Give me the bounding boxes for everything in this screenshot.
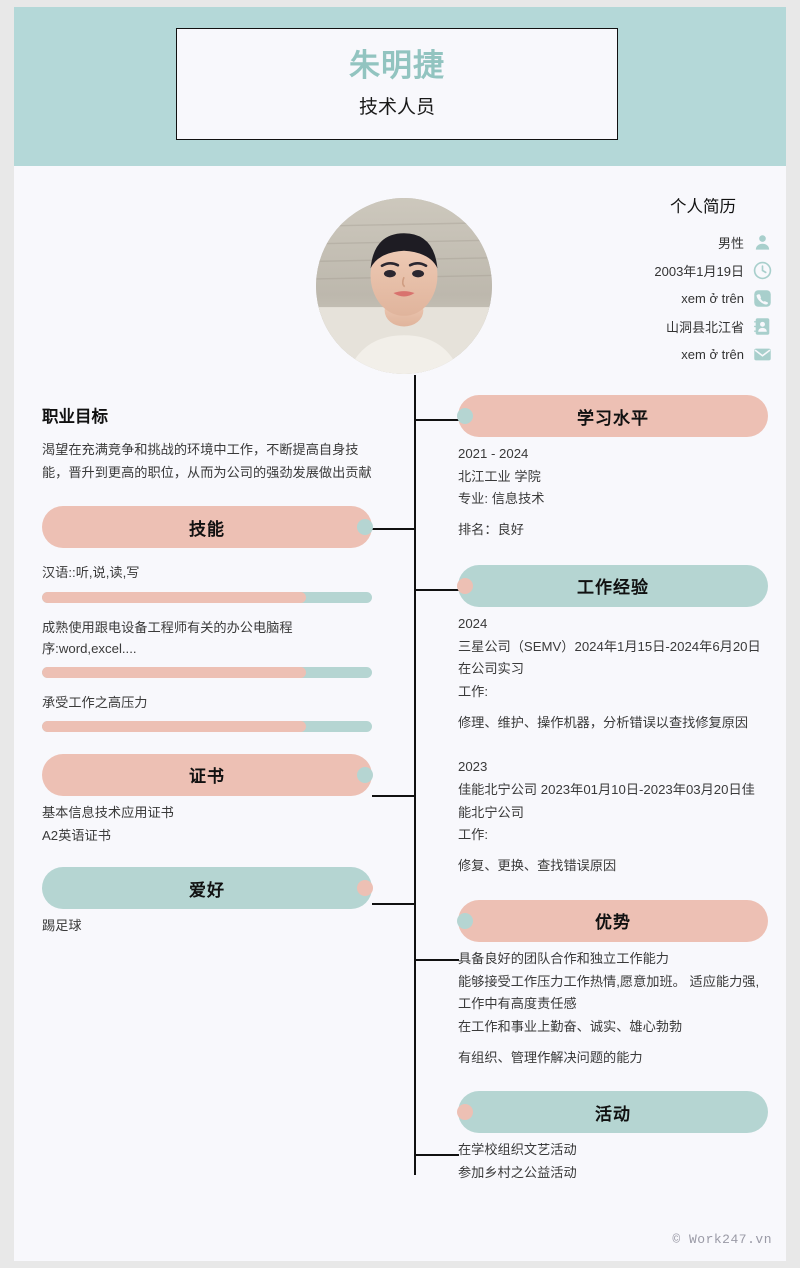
skill-bar-fill (42, 666, 306, 678)
hobbies-heading: 爱好 (189, 880, 225, 900)
list-item: 在工作和事业上勤奋、诚实、雄心勃勃 (458, 1018, 683, 1034)
connector-hobbies (372, 903, 415, 905)
info-value-address: 山洞县北江省 (665, 320, 744, 335)
section-header-education: 学习水平 (457, 395, 768, 437)
job-year: 2023 (458, 759, 488, 775)
list-item: 有组织、管理作解决问题的能力 (458, 1049, 643, 1065)
experience-job: 2024 三星公司（SEMV）2024年1月15日-2024年6月20日在公司实… (458, 613, 768, 735)
info-value-phone: xem ở trên (681, 291, 744, 306)
certificates-list: 基本信息技术应用证书 A2英语证书 (42, 802, 372, 847)
section-header-certificates: 证书 (42, 753, 373, 796)
contact-card-icon (753, 317, 772, 336)
list-item: A2英语证书 (42, 827, 111, 843)
list-item: 踢足球 (42, 918, 82, 934)
skill-item: 成熟使用跟电设备工程师有关的办公电脑程序:word,excel.... (42, 617, 372, 678)
skill-bar-fill (42, 720, 306, 732)
timeline-dot-experience (457, 577, 473, 594)
job-duties: 修复、更换、查找错误原因 (458, 858, 617, 874)
education-heading: 学习水平 (577, 408, 649, 428)
connector-strengths (415, 959, 459, 961)
page-title: 朱明捷 (349, 47, 445, 83)
job-duties: 修理、维护、操作机器，分析错误以查找修复原因 (458, 714, 749, 730)
header-band: 朱明捷 技术人员 (14, 7, 786, 166)
job-detail: 佳能北宁公司 2023年01月10日-2023年03月20日佳能北宁公司 (458, 782, 755, 820)
info-row-gender: 男性 (574, 230, 772, 255)
job-work-label: 工作: (458, 683, 489, 699)
skill-label: 承受工作之高压力 (42, 694, 148, 710)
skill-item: 承受工作之高压力 (42, 692, 372, 732)
clock-icon (753, 261, 772, 280)
connector-experience (415, 589, 459, 591)
objective-text: 渴望在充满竞争和挑战的环境中工作，不断提高自身技能，晋升到更高的职位，从而为公司… (42, 442, 372, 480)
skill-bar-fill (42, 591, 306, 603)
skill-label: 汉语::听,说,读,写 (42, 565, 140, 581)
strengths-heading: 优势 (595, 913, 631, 933)
connector-activities (415, 1154, 459, 1156)
job-year: 2024 (458, 615, 488, 631)
info-value-gender: 男性 (717, 236, 744, 251)
avatar (310, 192, 498, 380)
list-item: 具备良好的团队合作和独立工作能力 (458, 950, 669, 966)
info-row-email: xem ở trên (574, 342, 772, 367)
skill-label: 成熟使用跟电设备工程师有关的办公电脑程序:word,excel.... (42, 619, 293, 656)
experience-job: 2023 佳能北宁公司 2023年01月10日-2023年03月20日佳能北宁公… (458, 756, 768, 878)
name-box: 朱明捷 技术人员 (176, 28, 618, 140)
section-header-hobbies: 爱好 (42, 867, 373, 910)
info-row-birthdate: 2003年1月19日 (574, 258, 772, 283)
experience-heading: 工作经验 (577, 578, 649, 598)
avatar-photo (316, 198, 492, 374)
education-body: 2021 - 2024 北江工业 学院 专业: 信息技术 排名：良好 (458, 443, 768, 542)
personal-info: 个人简历 男性 2003年1月19日 xem ở trên 山洞县北江省 (574, 193, 772, 370)
skill-item: 汉语::听,说,读,写 (42, 562, 372, 603)
education-years: 2021 - 2024 (458, 446, 529, 461)
info-row-phone: xem ở trên (574, 286, 772, 311)
job-detail: 三星公司（SEMV）2024年1月15日-2024年6月20日在公司实习 (458, 638, 761, 677)
timeline-dot-certificates (357, 766, 373, 783)
timeline-dot-hobbies (357, 880, 373, 897)
skill-bar (42, 720, 372, 732)
section-header-strengths: 优势 (457, 899, 768, 942)
info-value-birthdate: 2003年1月19日 (654, 264, 744, 279)
skills-heading: 技能 (189, 519, 225, 539)
list-item: 参加乡村之公益活动 (458, 1165, 577, 1181)
list-item: 能够接受工作压力工作热情,愿意加班。 适应能力强,工作中有高度责任感 (458, 973, 760, 1012)
skill-bar (42, 591, 372, 603)
job-title: 技术人员 (358, 97, 435, 119)
timeline-dot-activities (457, 1104, 473, 1121)
section-header-experience: 工作经验 (457, 564, 768, 607)
list-item: 基本信息技术应用证书 (42, 804, 174, 820)
objective-title: 职业目标 (42, 408, 108, 426)
list-item: 在学校组织文艺活动 (458, 1142, 577, 1158)
person-icon (753, 233, 772, 252)
timeline-dot-education (457, 408, 473, 424)
activities-list: 在学校组织文艺活动 参加乡村之公益活动 (458, 1139, 768, 1184)
connector-skills (372, 528, 415, 530)
left-column: 职业目标 渴望在充满竞争和挑战的环境中工作，不断提高自身技能，晋升到更高的职位，… (42, 403, 373, 938)
skill-bar (42, 666, 372, 678)
phone-icon (753, 289, 772, 308)
connector-education (415, 419, 459, 421)
timeline-dot-skills (357, 519, 373, 536)
resume-page: 朱明捷 技术人员 (14, 7, 786, 1261)
info-value-email: xem ở trên (681, 347, 744, 362)
education-rank: 排名：良好 (458, 522, 524, 538)
strengths-list: 具备良好的团队合作和独立工作能力 能够接受工作压力工作热情,愿意加班。 适应能力… (458, 948, 768, 1070)
education-major: 专业: 信息技术 (458, 491, 545, 507)
timeline-spine (414, 375, 416, 1175)
education-school: 北江工业 学院 (458, 468, 541, 484)
info-row-address: 山洞县北江省 (574, 314, 772, 339)
hobbies-list: 踢足球 (42, 915, 372, 938)
section-header-activities: 活动 (457, 1091, 768, 1134)
certificates-heading: 证书 (189, 767, 225, 787)
timeline-dot-strengths (457, 912, 473, 929)
job-work-label: 工作: (458, 827, 489, 843)
footer-watermark: © Work247.vn (672, 1232, 772, 1247)
connector-certificates (372, 795, 415, 797)
envelope-icon (753, 345, 772, 364)
right-column: 学习水平 2021 - 2024 北江工业 学院 专业: 信息技术 排名：良好 … (457, 395, 768, 1185)
activities-heading: 活动 (595, 1104, 631, 1124)
section-header-skills: 技能 (42, 506, 373, 549)
personal-info-title: 个人简历 (670, 198, 736, 216)
